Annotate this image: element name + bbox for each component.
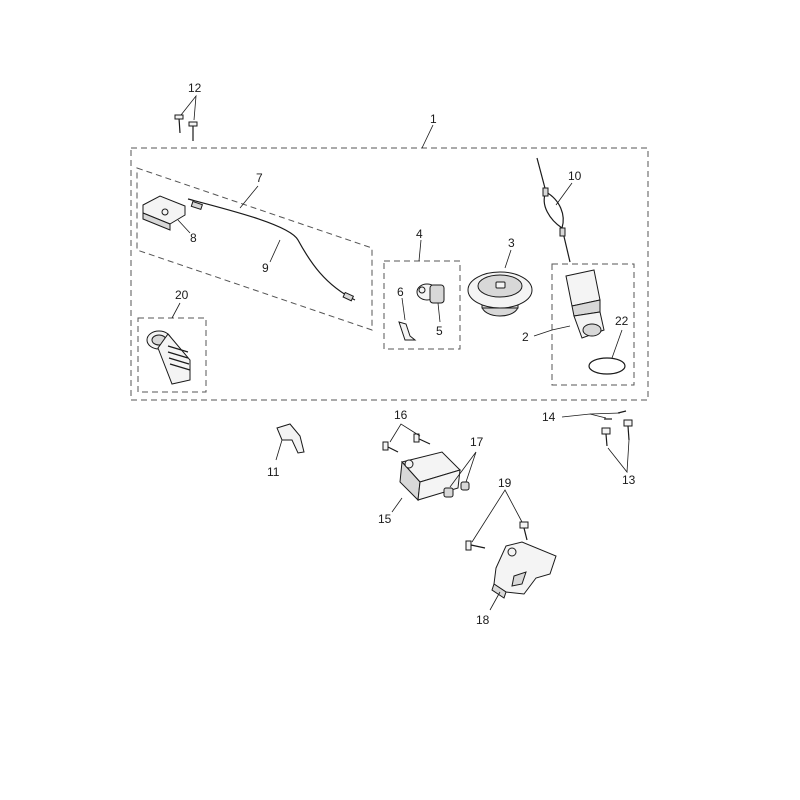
callout-9: 9 xyxy=(262,261,269,275)
retaining-ring-22-icon xyxy=(588,357,626,375)
callout-14: 14 xyxy=(542,410,556,424)
callout-22: 22 xyxy=(615,314,629,328)
callout-2: 2 xyxy=(522,330,529,344)
screw-12-icon xyxy=(174,114,198,141)
fuel-cap-3-icon xyxy=(467,271,533,317)
callout-6: 6 xyxy=(397,285,404,299)
fuel-lock-2-box xyxy=(551,263,635,386)
callout-16: 16 xyxy=(394,408,408,422)
callout-18: 18 xyxy=(476,613,490,627)
washer-14-icon xyxy=(604,410,627,420)
screw-16-icon xyxy=(382,433,431,453)
screw-13-icon xyxy=(601,419,633,447)
screw-19-icon xyxy=(465,521,529,551)
mount-bracket-18-icon xyxy=(491,541,557,599)
callout-7: 7 xyxy=(256,171,263,185)
callout-12: 12 xyxy=(188,81,202,95)
callout-10: 10 xyxy=(568,169,582,183)
release-cable-9-icon xyxy=(187,198,356,301)
lock-group-4-box xyxy=(383,260,461,350)
callout-4: 4 xyxy=(416,227,423,241)
callout-1: 1 xyxy=(430,112,437,126)
clip-6-icon xyxy=(398,321,417,341)
callout-15: 15 xyxy=(378,512,392,526)
callout-19: 19 xyxy=(498,476,512,490)
wire-link-10-icon xyxy=(536,157,571,263)
fuel-lock-body-2-icon xyxy=(565,269,605,339)
latch-5-icon xyxy=(416,283,445,304)
callout-3: 3 xyxy=(508,236,515,250)
assembly-group-1-box xyxy=(130,147,649,401)
cable-bracket-8-icon xyxy=(142,195,186,231)
callout-17: 17 xyxy=(470,435,484,449)
callout-20: 20 xyxy=(175,288,189,302)
callout-8: 8 xyxy=(190,231,197,245)
clip-11-icon xyxy=(276,423,305,454)
nut-17-icon xyxy=(443,481,470,498)
callout-11: 11 xyxy=(267,465,280,479)
callout-13: 13 xyxy=(622,473,636,487)
callout-5: 5 xyxy=(436,324,443,338)
lock-cylinder-20-icon xyxy=(146,330,191,385)
module-15-icon xyxy=(399,451,461,502)
cable-group-box xyxy=(136,167,373,331)
